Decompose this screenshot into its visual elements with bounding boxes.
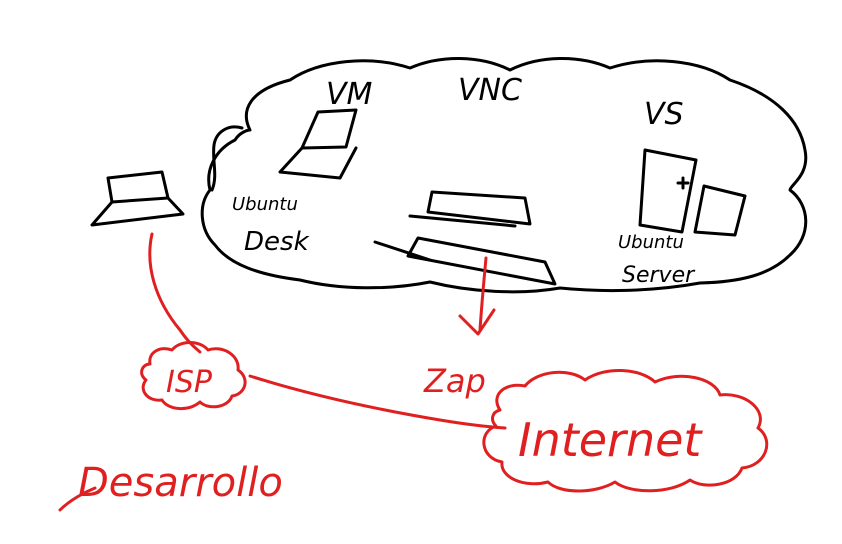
isp-label: ISP bbox=[166, 365, 213, 400]
vm-label: VM bbox=[326, 77, 373, 112]
vnc-label: VNC bbox=[458, 73, 522, 108]
ubuntu-desktop-label: Ubuntu bbox=[232, 194, 298, 215]
desarrollo-label: Desarrollo bbox=[78, 460, 283, 506]
internet-label: Internet bbox=[518, 413, 703, 467]
server-icon bbox=[638, 148, 747, 237]
laptop-to-isp-line bbox=[148, 232, 202, 354]
cloud-boundary bbox=[200, 57, 808, 294]
internet-cloud bbox=[482, 368, 769, 493]
vnc-screen-icon bbox=[373, 190, 557, 286]
arrow-head-icon bbox=[458, 308, 496, 336]
vm-desktop-icon bbox=[278, 108, 358, 180]
vnc-to-zap-arrow bbox=[478, 256, 488, 332]
desk-label: Desk bbox=[244, 227, 310, 257]
isp-cloud bbox=[140, 341, 247, 410]
zap-label: Zap bbox=[423, 362, 486, 400]
vs-label: VS bbox=[644, 97, 684, 132]
isp-to-internet-line bbox=[248, 374, 507, 430]
laptop-icon bbox=[90, 170, 185, 227]
ubuntu-server-label-1: Ubuntu bbox=[618, 232, 684, 253]
ubuntu-server-label-2: Server bbox=[622, 263, 696, 288]
desarrollo-underline bbox=[58, 486, 97, 512]
cloud-edge-left bbox=[210, 125, 244, 192]
